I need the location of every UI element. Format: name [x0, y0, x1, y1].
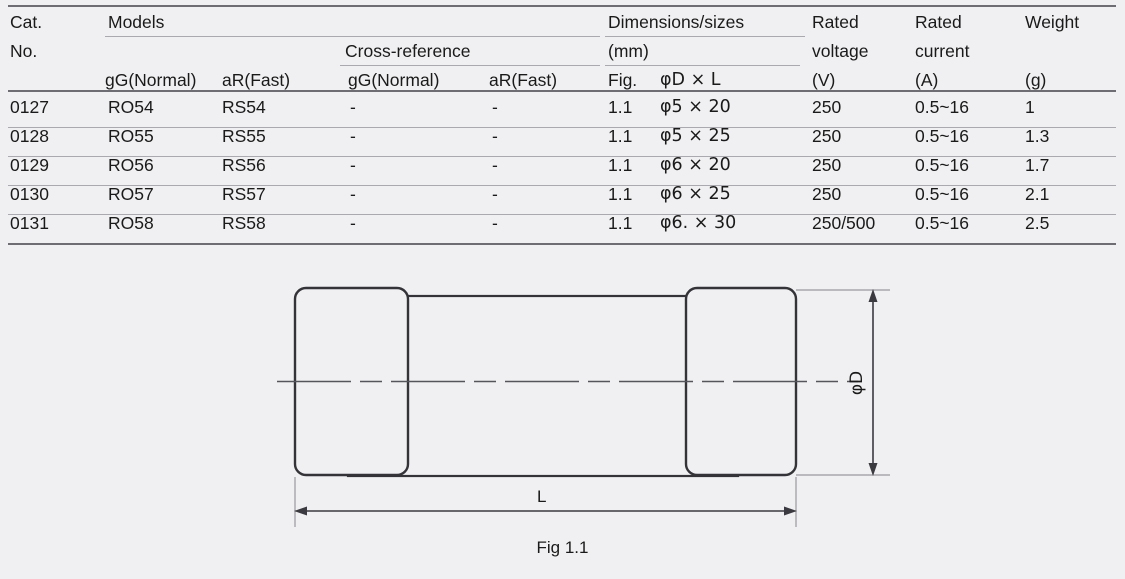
cell-xref-ar: -: [492, 184, 498, 204]
cell-size: φ5 × 25: [660, 126, 731, 146]
fuse-drawing-svg: [277, 286, 890, 527]
cell-weight: 2.1: [1025, 184, 1050, 204]
header-models-gg: gG(Normal): [105, 70, 197, 90]
header-rated-current-line1: Rated: [915, 12, 962, 32]
cell-cat-no: 0131: [10, 213, 49, 233]
cell-rated-voltage: 250: [812, 97, 842, 117]
cell-xref-gg: -: [350, 155, 356, 175]
cell-rated-voltage: 250/500: [812, 213, 876, 233]
cell-models-gg: RO58: [108, 213, 154, 233]
dimensions-subrule: [605, 65, 800, 66]
cell-fig: 1.1: [608, 184, 633, 204]
header-rated-current-line2: current: [915, 41, 970, 61]
cell-xref-ar: -: [492, 97, 498, 117]
header-rated-voltage-unit: (V): [812, 70, 836, 90]
cell-weight: 1.7: [1025, 155, 1050, 175]
cell-cat-no: 0129: [10, 155, 49, 175]
cell-models-gg: RO55: [108, 126, 154, 146]
cell-rated-current: 0.5~16: [915, 184, 970, 204]
length-arrowhead-right: [784, 506, 797, 516]
fuse-body-outline: [346, 294, 740, 478]
length-dimension-label: L: [537, 487, 547, 506]
cell-rated-current: 0.5~16: [915, 97, 970, 117]
cell-xref-ar: -: [492, 126, 498, 146]
cell-rated-current: 0.5~16: [915, 213, 970, 233]
header-models: Models: [108, 12, 165, 32]
cell-models-ar: RS56: [222, 155, 266, 175]
header-fig: Fig.: [608, 70, 638, 90]
cell-models-ar: RS57: [222, 184, 266, 204]
cell-cat-no: 0127: [10, 97, 49, 117]
cell-fig: 1.1: [608, 213, 633, 233]
header-cross-reference: Cross-reference: [345, 41, 471, 61]
cell-models-ar: RS55: [222, 126, 266, 146]
models-group-rule: [105, 36, 600, 37]
cell-fig: 1.1: [608, 155, 633, 175]
cell-fig: 1.1: [608, 126, 633, 146]
cell-models-gg: RO56: [108, 155, 154, 175]
cell-fig: 1.1: [608, 97, 633, 117]
cell-size: φ6 × 20: [660, 155, 731, 175]
header-diameter-by-length: φD × L: [660, 70, 721, 90]
header-xref-gg: gG(Normal): [348, 70, 440, 90]
cross-reference-rule: [340, 65, 600, 66]
header-rated-voltage-line2: voltage: [812, 41, 869, 61]
cell-xref-ar: -: [492, 155, 498, 175]
header-cat-no-line1: Cat.: [10, 12, 43, 32]
specification-table: Cat. No. Models Cross-reference gG(Norma…: [0, 0, 1125, 250]
cell-weight: 1.3: [1025, 126, 1050, 146]
cell-xref-gg: -: [350, 97, 356, 117]
cell-rated-current: 0.5~16: [915, 155, 970, 175]
cell-cat-no: 0130: [10, 184, 49, 204]
cell-size: φ6 × 25: [660, 184, 731, 204]
cell-rated-current: 0.5~16: [915, 126, 970, 146]
diameter-dimension-label: φD: [847, 370, 868, 396]
header-weight: Weight: [1025, 12, 1080, 32]
length-arrowhead-left: [294, 506, 307, 516]
cell-weight: 2.5: [1025, 213, 1050, 233]
header-bottom-border: [8, 90, 1116, 92]
row-separator-1: [8, 127, 1116, 128]
diameter-arrowhead-top: [868, 289, 878, 302]
header-rated-voltage-line1: Rated: [812, 12, 859, 32]
cell-rated-voltage: 250: [812, 155, 842, 175]
header-xref-ar: aR(Fast): [489, 70, 558, 90]
row-separator-3: [8, 185, 1116, 186]
table-bottom-border: [8, 243, 1116, 245]
diameter-arrowhead-bottom: [868, 463, 878, 476]
header-rated-current-unit: (A): [915, 70, 939, 90]
table-top-border: [8, 5, 1116, 7]
header-dimensions-line2: (mm): [608, 41, 649, 61]
cell-rated-voltage: 250: [812, 126, 842, 146]
cell-weight: 1: [1025, 97, 1035, 117]
cell-rated-voltage: 250: [812, 184, 842, 204]
row-separator-4: [8, 214, 1116, 215]
cell-size: φ6. × 30: [660, 213, 737, 233]
cell-size: φ5 × 20: [660, 97, 731, 117]
cell-xref-gg: -: [350, 213, 356, 233]
cell-xref-ar: -: [492, 213, 498, 233]
header-models-ar: aR(Fast): [222, 70, 291, 90]
cell-models-gg: RO54: [108, 97, 154, 117]
cell-cat-no: 0128: [10, 126, 49, 146]
cell-xref-gg: -: [350, 184, 356, 204]
header-weight-unit: (g): [1025, 70, 1047, 90]
header-dimensions-line1: Dimensions/sizes: [608, 12, 745, 32]
header-cat-no-line2: No.: [10, 41, 38, 61]
cell-models-ar: RS54: [222, 97, 266, 117]
figure-caption: Fig 1.1: [536, 538, 589, 557]
cell-models-gg: RO57: [108, 184, 154, 204]
row-separator-2: [8, 156, 1116, 157]
cell-xref-gg: -: [350, 126, 356, 146]
cell-models-ar: RS58: [222, 213, 266, 233]
dimensions-group-rule-top: [605, 36, 805, 37]
fuse-dimension-drawing: L φD Fig 1.1: [0, 255, 1125, 579]
